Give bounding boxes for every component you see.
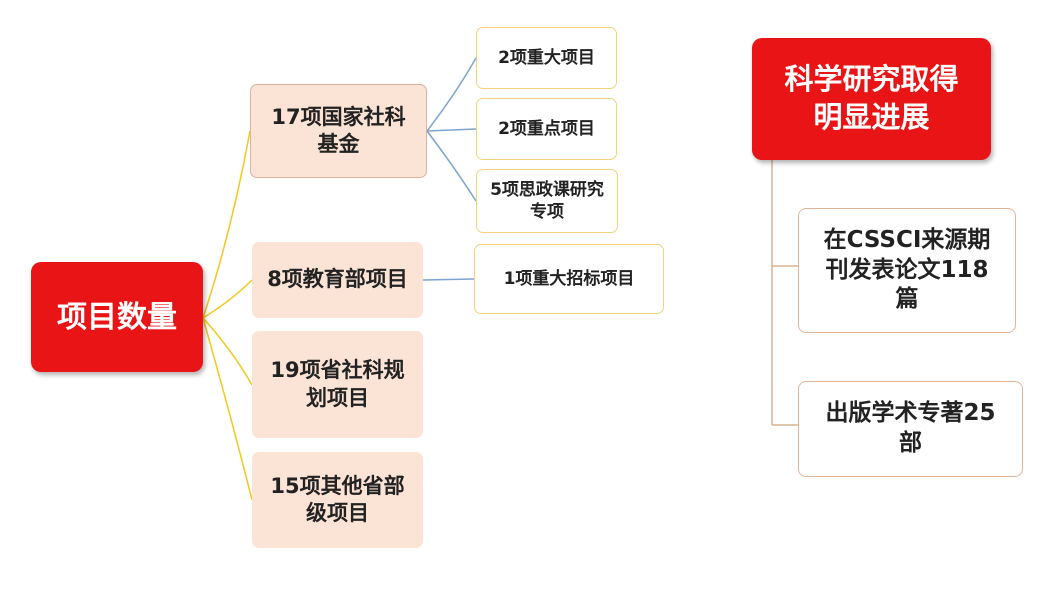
connector-branch-1-leaf-1 <box>426 57 477 132</box>
branch-national-social-science-fund: 17项国家社科基金 <box>250 84 427 178</box>
connector-branch-1-leaf-2 <box>426 128 477 132</box>
item-label: 出版学术专著25部 <box>825 400 996 456</box>
branch-ministry-of-education: 8项教育部项目 <box>252 242 423 318</box>
connector-branch-2-leaf-1 <box>422 278 475 281</box>
connector-root-branch-2 <box>202 279 253 319</box>
branch-other-provincial: 15项其他省部级项目 <box>252 452 423 548</box>
item-academic-monographs: 出版学术专著25部 <box>798 381 1023 477</box>
branch-provincial-social-science: 19项省社科规划项目 <box>252 331 423 438</box>
research-progress-root: 科学研究取得明显进展 <box>752 38 991 160</box>
leaf-major-bidding-project: 1项重大招标项目 <box>474 244 664 314</box>
connector-branch-1-leaf-3 <box>426 130 477 202</box>
connector-root-branch-1 <box>202 130 251 319</box>
project-count-root-label: 项目数量 <box>57 299 177 335</box>
project-count-root: 项目数量 <box>31 262 203 372</box>
leaf-label: 1项重大招标项目 <box>503 268 635 289</box>
leaf-label: 5项思政课研究专项 <box>490 179 604 222</box>
leaf-ideological-course-research: 5项思政课研究专项 <box>476 169 618 233</box>
leaf-label: 2项重大项目 <box>498 47 595 68</box>
branch-label: 15项其他省部级项目 <box>270 473 405 525</box>
connector-root-branch-4 <box>202 317 253 501</box>
connector-root-branch-3 <box>202 317 253 386</box>
research-progress-root-label: 科学研究取得明显进展 <box>784 62 959 134</box>
leaf-key-projects: 2项重点项目 <box>476 98 617 160</box>
item-label: 在CSSCI来源期刊发表论文118篇 <box>823 226 991 313</box>
branch-label: 17项国家社科基金 <box>271 104 406 156</box>
branch-label: 19项省社科规划项目 <box>270 358 405 410</box>
leaf-label: 2项重点项目 <box>498 118 595 139</box>
leaf-major-projects: 2项重大项目 <box>476 27 617 89</box>
item-cssci-papers: 在CSSCI来源期刊发表论文118篇 <box>798 208 1016 333</box>
branch-label: 8项教育部项目 <box>267 267 408 292</box>
